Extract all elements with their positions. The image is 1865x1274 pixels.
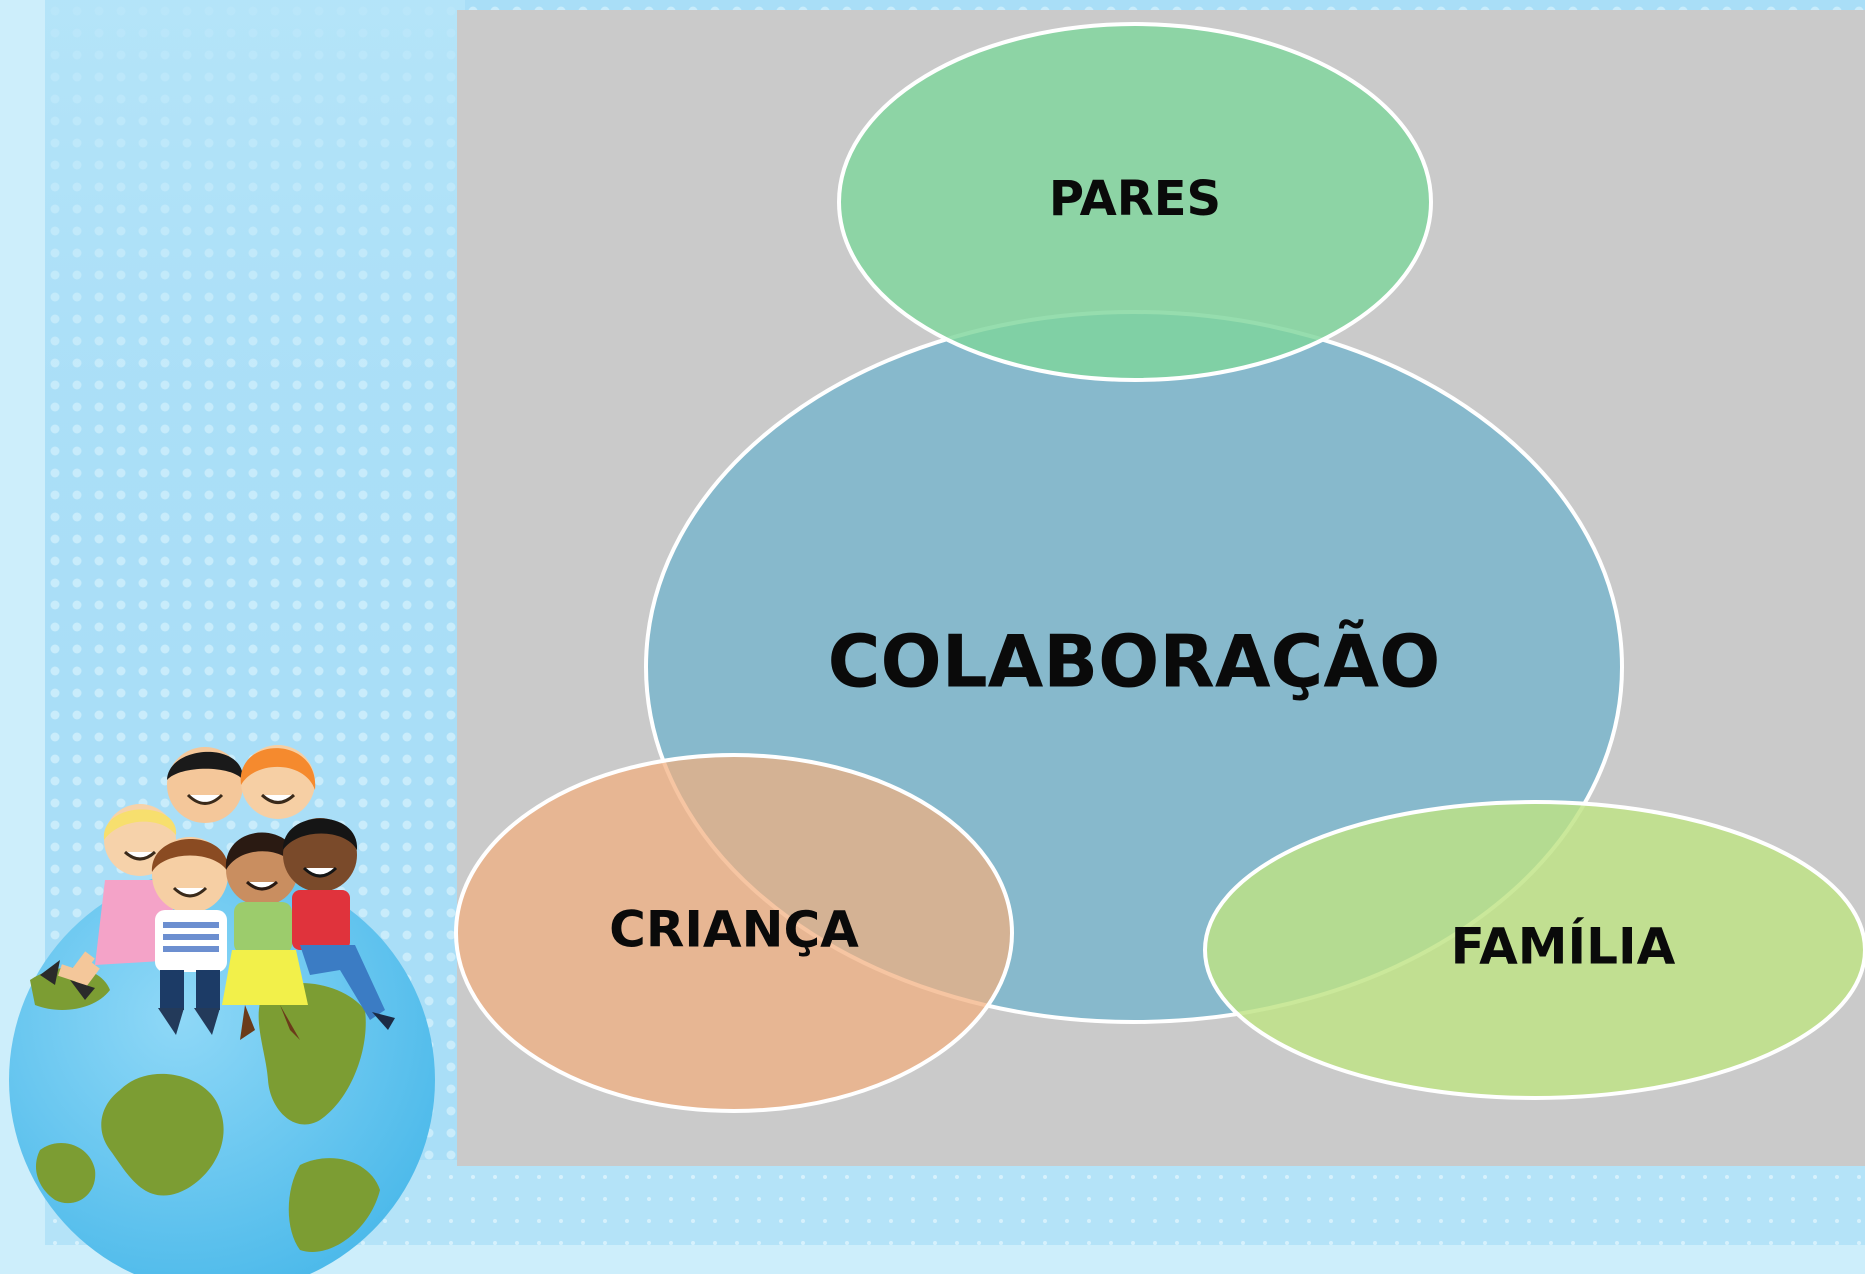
top-ellipse — [837, 22, 1433, 382]
right-ellipse — [1203, 800, 1865, 1100]
children-group-illustration — [40, 745, 395, 1040]
label-colaboracao: COLABORAÇÃO — [828, 620, 1441, 704]
venn-diagram: PARES COLABORAÇÃO CRIANÇA FAMÍLIA — [454, 22, 1865, 1113]
label-familia: FAMÍLIA — [1451, 917, 1676, 976]
left-ellipse — [454, 753, 1014, 1113]
label-crianca: CRIANÇA — [609, 901, 859, 959]
label-pares: PARES — [1049, 171, 1221, 227]
background-fade — [45, 0, 465, 700]
